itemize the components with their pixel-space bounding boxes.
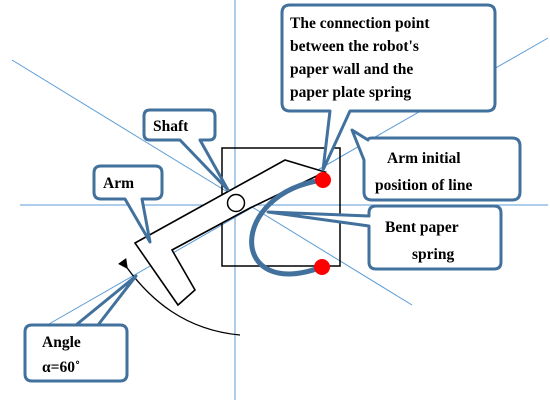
arm-initial-label-line1: Arm initial	[387, 150, 461, 167]
bent-spring-label-line1: Bent paper	[385, 219, 459, 236]
diagonal-line-descending	[11, 59, 413, 306]
angle-label-line1: Angle	[42, 334, 81, 351]
callout-angle: Angle α=60˚	[23, 274, 138, 383]
shaft-label: Shaft	[153, 118, 189, 135]
connection-label-line1: The connection point	[290, 15, 430, 32]
connection-label-line4: paper plate spring	[290, 84, 411, 101]
connection-point-top	[315, 172, 331, 188]
connection-label-line2: between the robot's	[290, 38, 419, 55]
callout-arm: Arm	[92, 164, 164, 244]
callout-shaft: Shaft	[142, 108, 230, 192]
callout-connection-point: The connection point between the robot's…	[280, 3, 497, 172]
robot-arm	[133, 159, 328, 307]
bent-spring-label-line2: spring	[412, 246, 454, 263]
shaft-circle	[226, 193, 246, 213]
connection-label-line3: paper wall and the	[290, 61, 413, 78]
callout-arm-initial: Arm initial position of line	[350, 128, 522, 202]
callout-bent-spring: Bent paper spring	[266, 204, 503, 271]
bent-paper-spring	[249, 177, 326, 277]
arm-initial-label-line2: position of line	[375, 177, 472, 194]
connection-point-bottom	[314, 259, 330, 275]
arm-label: Arm	[103, 175, 134, 192]
angle-label-line2: α=60˚	[42, 359, 80, 376]
